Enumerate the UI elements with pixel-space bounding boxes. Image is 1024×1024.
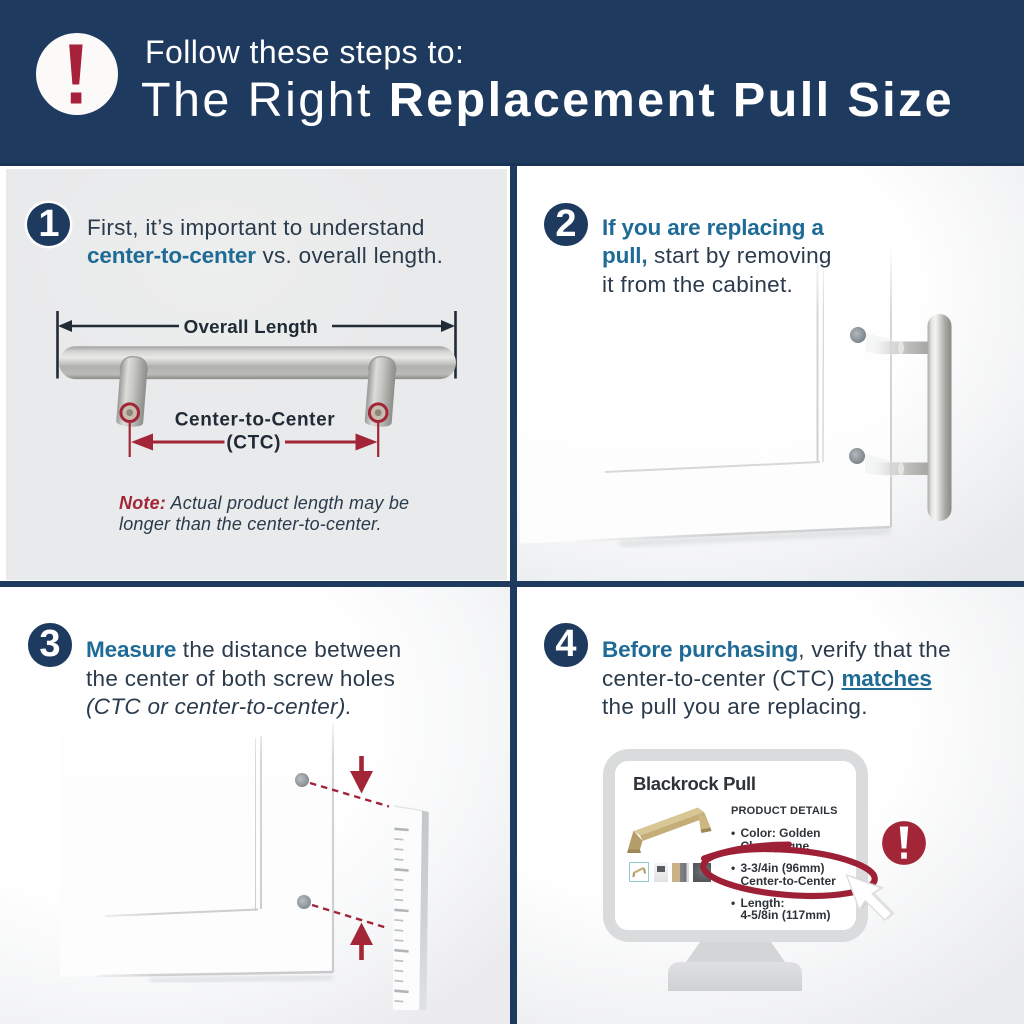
svg-text:(CTC): (CTC) [226,433,281,454]
svg-text:Overall Length: Overall Length [184,316,318,337]
svg-text:Note: Actual product length ma: Note: Actual product length may be [119,493,409,513]
svg-text:longer than the center-to-cent: longer than the center-to-center. [119,514,382,534]
svg-text:Center-to-Center: Center-to-Center [175,409,336,430]
